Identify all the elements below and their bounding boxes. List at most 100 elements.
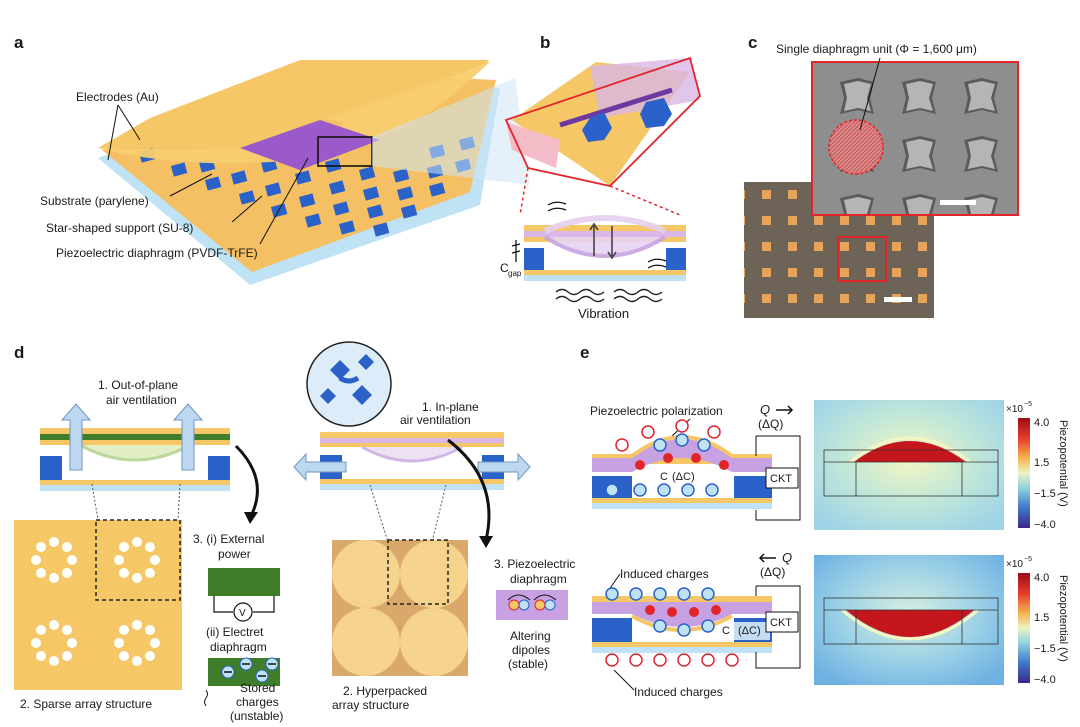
potential-geom-bottom [823, 597, 999, 645]
electrode-leader [107, 104, 141, 161]
colorbar-bottom-scale: ×10 [1006, 559, 1023, 570]
stored-line3: (unstable) [230, 709, 283, 723]
altering-line3: (stable) [508, 657, 548, 671]
zoom-star-2 [640, 98, 672, 128]
d-right-zoom-lines [369, 484, 447, 543]
panel-c: c Single diaphragm unit (Φ = 1,600 μm) [744, 33, 1019, 318]
piezo-diaphragm-line1: 3. Piezoelectric [494, 557, 575, 571]
stored-line1: Stored [240, 681, 275, 695]
diaphragm-label: Piezoelectric diaphragm (PVDF-TrFE) [56, 246, 258, 260]
altering-line2: dipoles [512, 643, 550, 657]
external-power-plate [208, 568, 280, 596]
d-left-cross-section [40, 428, 230, 491]
panel-label-e: e [580, 343, 589, 362]
zoom-connector [372, 78, 530, 185]
colorbar-top-exp: −5 [1024, 401, 1032, 408]
bottom-q-arrow [758, 553, 776, 563]
top-dc-label: (ΔC) [672, 471, 695, 483]
colorbar-bottom [1018, 573, 1030, 683]
scale-bar-high [940, 200, 976, 205]
panel-label-c: c [748, 33, 757, 52]
colorbar-top-tick-2: 1.5 [1034, 457, 1049, 469]
top-ckt-box [765, 467, 799, 489]
support-leader [231, 195, 263, 223]
top-q-label: Q [760, 402, 770, 417]
zoom-tile-outline [504, 56, 702, 187]
ext-power-line1: 3. (i) External [193, 532, 264, 546]
panel-label-b: b [540, 33, 550, 52]
polarization-label: Piezoelectric polarization [590, 404, 723, 418]
zoom-tile-stripe [559, 87, 673, 128]
potential-geom-lines-top [824, 461, 998, 496]
unit-label: Single diaphragm unit (Φ = 1,600 μm) [776, 42, 977, 56]
panel-b: b C gap Vibration [500, 33, 702, 321]
bottom-charges [605, 587, 739, 667]
zoom-lines [519, 167, 681, 216]
b-cross-section [511, 201, 686, 281]
stored-charges [221, 657, 279, 683]
induced-bottom-label: Induced charges [634, 685, 723, 699]
zoom-tile-side [506, 122, 560, 168]
potential-lobe-bottom [846, 610, 974, 637]
potential-geom-lines-bottom [824, 609, 998, 644]
potential-geom-top [823, 449, 999, 497]
in-plane-line2: air ventilation [400, 413, 471, 427]
zoom-region-box [837, 236, 887, 282]
magnifier-arch [338, 375, 360, 384]
colorbar-bottom-tick-1: 4.0 [1034, 572, 1049, 584]
panel-label-a: a [14, 33, 24, 52]
substrate-label: Substrate (parylene) [40, 194, 149, 208]
out-of-plane-air-arrows [60, 403, 204, 471]
bottom-circuit-wire [755, 585, 801, 669]
colorbar-top [1018, 418, 1030, 528]
hyper-line1: 2. Hyperpacked [343, 684, 427, 698]
d-right-flow-arrow [447, 438, 491, 541]
piezo-diaphragm-line2: diaphragm [510, 572, 567, 586]
single-diaphragm-unit [828, 119, 884, 175]
d-left-flow-arrow [234, 444, 259, 519]
out-of-plane-line2: air ventilation [106, 393, 177, 407]
bottom-ckt-box [765, 611, 799, 633]
altering-line1: Altering [510, 629, 551, 643]
hyperpacked-circles [332, 540, 468, 676]
bottom-q-label: Q [782, 550, 792, 565]
in-plane-air-arrows [293, 452, 531, 482]
support-label: Star-shaped support (SU-8) [46, 221, 193, 235]
ext-power-line2: power [218, 547, 251, 561]
d-right-flow-arrowhead [479, 536, 493, 548]
electret-line1: (ii) Electret [206, 625, 264, 639]
panel-label-d: d [14, 343, 24, 362]
piezo-diaphragm-plate [496, 590, 568, 620]
vibration-label: Vibration [578, 306, 629, 321]
magnifier-supports [320, 354, 374, 405]
voltmeter-label: V [239, 608, 246, 619]
colorbar-bottom-exp: −5 [1024, 556, 1032, 563]
top-charges [605, 419, 729, 497]
electret-line2: diaphragm [210, 640, 267, 654]
colorbar-top-title: Piezopotential (V) [1057, 420, 1069, 507]
bottom-ckt-label: CKT [770, 617, 792, 629]
out-of-plane-line1: 1. Out-of-plane [98, 378, 178, 392]
panel-d: d 1. Out-of-plane air ventilation 2 [14, 341, 575, 723]
colorbar-top-tick-4: −4.0 [1034, 519, 1056, 531]
top-circuit-wire [755, 435, 801, 521]
bottom-c-label: C [722, 625, 730, 637]
in-plane-line1: 1. In-plane [422, 400, 479, 414]
bottom-dq-label: (ΔQ) [760, 565, 785, 579]
sparse-array-zoom-box [95, 519, 181, 601]
charge-leak-squiggle [204, 689, 208, 707]
top-ckt-label: CKT [770, 473, 792, 485]
induced-top-label: Induced charges [620, 567, 709, 581]
zoom-star-1 [582, 112, 612, 142]
panel-e: e Piezoelectric polarization [580, 343, 1069, 699]
voltmeter-icon [233, 602, 253, 622]
colorbar-bottom-tick-4: −4.0 [1034, 674, 1056, 686]
altering-dipoles [507, 594, 557, 611]
bottom-dc-box [734, 622, 770, 640]
colorbar-bottom-tick-3: −1.5 [1034, 643, 1056, 655]
colorbar-top-tick-3: −1.5 [1034, 488, 1056, 500]
power-circuit-wire [213, 596, 275, 613]
potential-edge-top [849, 436, 971, 464]
hyperpacked-zoom-box [387, 539, 449, 605]
